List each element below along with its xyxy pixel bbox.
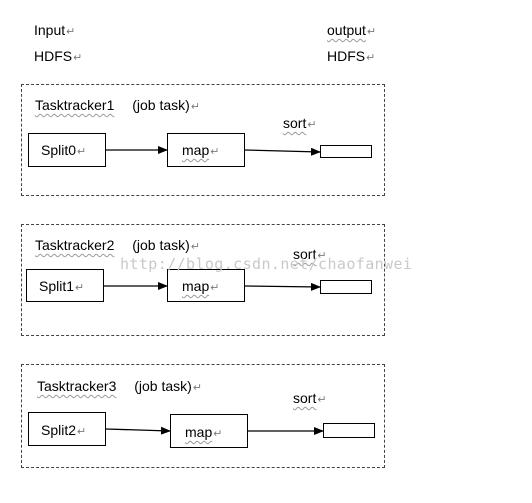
arrow-map1-to-sort [244,147,321,156]
sort-label-1: sort↵ [283,115,317,131]
tasktracker1-box [21,84,385,196]
map-node-2: map↵ [167,269,245,302]
tasktracker2-box [21,224,385,336]
map-node-1: map↵ [167,133,245,167]
split0-node: Split0↵ [28,133,106,167]
tasktracker3-box [21,364,385,468]
tasktracker3-title: Tasktracker3 (job task)↵ [37,378,203,394]
map-node-3: map↵ [170,414,248,448]
input-store-label: HDFS↵ [34,48,83,64]
input-label: Input↵ [34,22,76,38]
sort-label-2: sort↵ [293,246,327,262]
arrow-map2-to-sort [244,282,321,291]
watermark-text: http://blog.csdn.net/chaofanwei [120,255,413,273]
split2-node: Split2↵ [28,412,106,446]
output-label: output↵ [327,22,377,38]
sort-label-3: sort↵ [293,390,327,406]
tasktracker2-title: Tasktracker2 (job task)↵ [35,237,201,253]
output-store-label: HDFS↵ [327,48,376,64]
arrow-split2-to-map [105,426,171,435]
tasktracker1-title: Tasktracker1 (job task)↵ [35,97,201,113]
split1-node: Split1↵ [26,269,104,302]
